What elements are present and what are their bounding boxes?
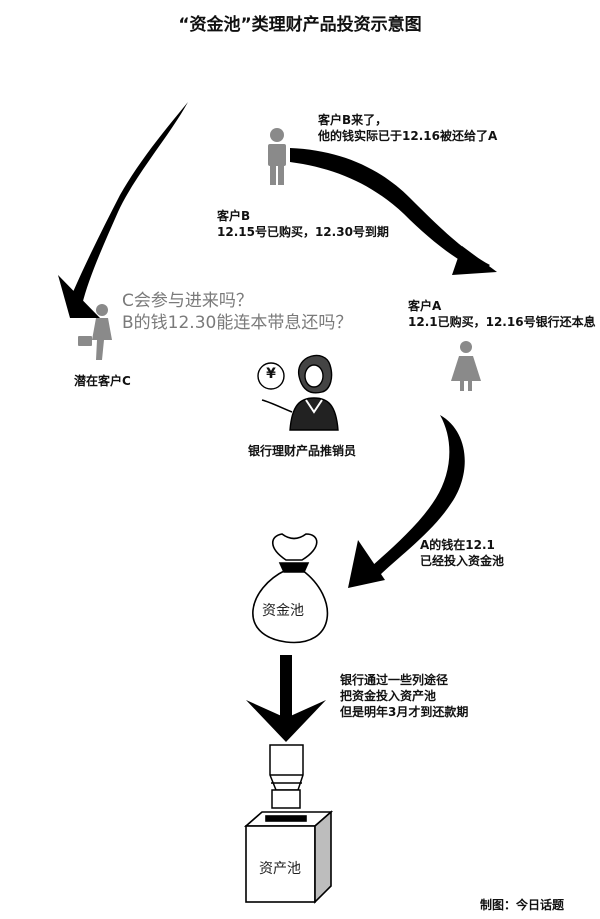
customer-a-figure: [451, 341, 481, 391]
curved-arrow-left: [73, 102, 188, 305]
customer-c-figure: [78, 304, 112, 360]
fund-pool-bag-icon: [252, 533, 329, 644]
bank-seller-illustration: [257, 354, 339, 431]
curved-arrow-right: [372, 415, 465, 575]
bank-invest-label: 银行通过一些列途径 把资金投入资产池 但是明年3月才到还款期: [340, 673, 469, 719]
down-arrow-shaft: [280, 655, 292, 723]
fund-pool-label: 资金池: [262, 603, 304, 619]
question-text: C会参与进来吗？ B的钱12.30能连本带息还吗？: [122, 291, 353, 333]
curved-arrow-top-head: [452, 246, 497, 275]
curved-arrow-right-head: [348, 540, 385, 588]
a-money-label: A的钱在12.1 已经投入资金池: [420, 538, 505, 568]
asset-pool-label: 资产池: [259, 861, 301, 877]
bank-seller-label: 银行理财产品推销员: [248, 444, 357, 458]
credit-label: 制图：今日话题: [480, 898, 565, 912]
asset-pool-box-icon: [243, 810, 334, 904]
potential-customer-c-label: 潜在客户C: [74, 374, 131, 388]
curved-arrow-top: [290, 148, 490, 272]
customer-a-label: 客户A 12.1已购买，12.16号银行还本息: [408, 299, 596, 329]
yen-icon: ¥: [266, 366, 276, 382]
curved-arrow-left-head: [58, 275, 100, 318]
customer-b-label: 客户B 12.15号已购买，12.30号到期: [217, 209, 389, 239]
hand-icon: [269, 744, 304, 809]
down-arrow-head: [246, 700, 326, 742]
customer-b-figure: [268, 128, 286, 185]
customer-b-came-label: 客户B来了， 他的钱实际已于12.16被还给了A: [318, 113, 498, 143]
page-title: “资金池”类理财产品投资示意图: [178, 15, 422, 35]
